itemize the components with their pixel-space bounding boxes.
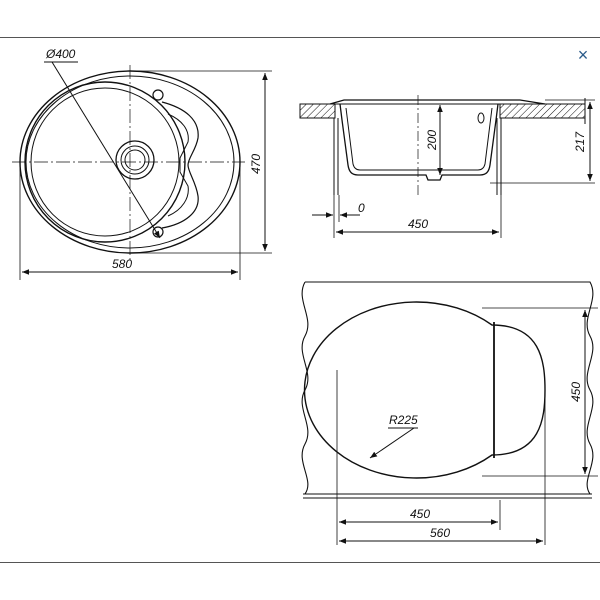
side-shelf-outline	[161, 101, 199, 229]
frame-bottom-border	[0, 562, 600, 563]
diameter-leader	[51, 61, 161, 239]
countertop-left	[299, 103, 336, 119]
drain-middle	[120, 145, 150, 175]
overflow-hole	[477, 112, 485, 124]
countertop-outline	[301, 281, 594, 495]
drain-inner	[124, 149, 146, 171]
cutout-height-label: 450	[569, 382, 583, 402]
side-width-label: 450	[408, 217, 428, 231]
offset-label: 0	[358, 201, 365, 215]
frame-top-border	[0, 37, 600, 38]
close-icon[interactable]: ×	[577, 45, 589, 65]
depth-label: 200	[425, 130, 439, 151]
cutout-outer-width-label: 560	[430, 526, 450, 540]
cutout-shape	[303, 301, 546, 479]
diameter-label: Ø400	[45, 47, 76, 61]
drain-outer	[115, 140, 155, 180]
cutout-view	[301, 281, 598, 545]
sink-rim	[329, 99, 546, 105]
countertop-right	[499, 103, 586, 119]
bowl-profile-outer	[339, 103, 499, 181]
top-view	[12, 61, 272, 280]
side-shelf-inner	[167, 113, 189, 217]
bowl-profile-inner	[345, 107, 493, 171]
side-view	[299, 95, 595, 238]
cutout-inner-width-label: 450	[410, 507, 430, 521]
top-height-label: 470	[249, 154, 263, 174]
overall-height-label: 217	[573, 131, 587, 153]
radius-label: R225	[389, 413, 418, 427]
radius-leader	[369, 427, 415, 459]
tap-hole-top	[152, 89, 164, 101]
top-width-label: 580	[112, 257, 132, 271]
